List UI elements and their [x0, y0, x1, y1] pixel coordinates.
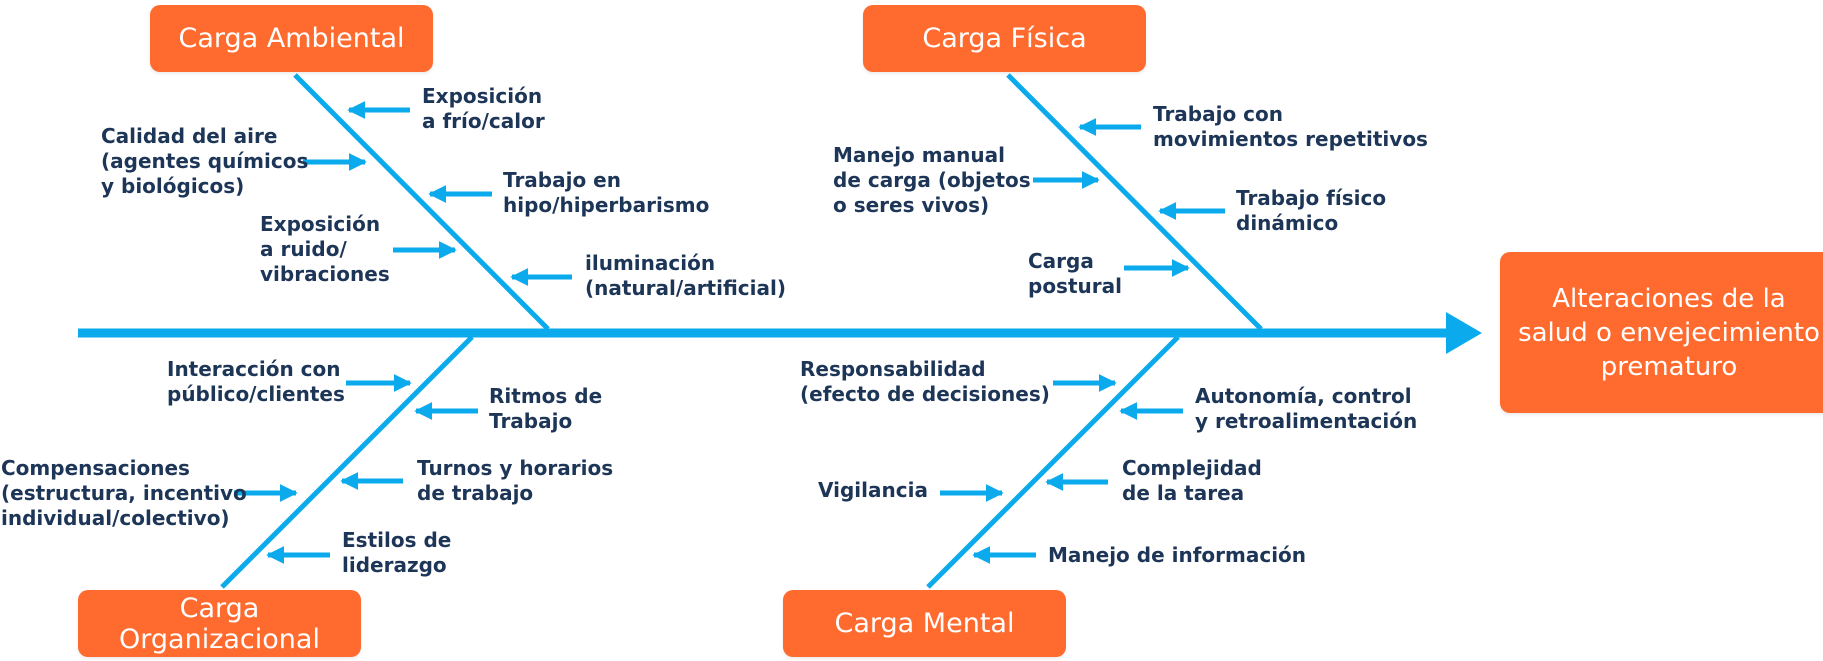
category-carga-mental: Carga Mental — [783, 590, 1066, 657]
spine-arrow-head-icon — [1446, 312, 1482, 354]
cause-label: iluminación (natural/artificial) — [585, 251, 786, 300]
category-label: Carga Física — [922, 23, 1087, 54]
category-label: Carga Ambiental — [178, 23, 405, 54]
effect-label: Alteraciones de la salud o envejecimient… — [1518, 283, 1820, 382]
cause-label: Autonomía, control y retroalimentación — [1195, 384, 1418, 433]
effect-box: Alteraciones de la salud o envejecimient… — [1500, 252, 1823, 413]
category-carga-organizacional: Carga Organizacional — [78, 590, 361, 657]
bone-ambiental — [293, 73, 550, 331]
bone-organizacional — [220, 335, 474, 589]
cause-label: Ritmos de Trabajo — [489, 384, 603, 433]
category-label: Carga Mental — [834, 608, 1015, 639]
cause-label: Manejo de información — [1048, 543, 1307, 567]
cause-label: Turnos y horarios de trabajo — [417, 456, 614, 505]
cause-label: Estilos de liderazgo — [342, 528, 452, 577]
cause-label: Calidad del aire (agentes químicos y bio… — [101, 124, 309, 198]
cause-label: Carga postural — [1028, 249, 1122, 298]
cause-label: Complejidad de la tarea — [1122, 456, 1262, 505]
cause-label: Manejo manual de carga (objetos o seres … — [833, 143, 1031, 217]
cause-label: Trabajo con movimientos repetitivos — [1153, 102, 1428, 151]
cause-label: Trabajo en hipo/hiperbarismo — [503, 168, 710, 217]
category-label: Carga Organizacional — [119, 592, 320, 655]
bone-fisica — [1006, 73, 1263, 331]
category-carga-fisica: Carga Física — [863, 5, 1146, 72]
cause-label: Exposición a frío/calor — [422, 84, 545, 133]
cause-label: Compensaciones (estructura, incentivo in… — [1, 456, 247, 530]
cause-label: Exposición a ruido/ vibraciones — [260, 212, 390, 286]
cause-label: Responsabilidad (efecto de decisiones) — [800, 357, 1050, 406]
cause-label: Interacción con público/clientes — [167, 357, 345, 406]
category-carga-ambiental: Carga Ambiental — [150, 5, 433, 72]
bone-mental — [926, 335, 1180, 589]
cause-label: Vigilancia — [818, 478, 928, 502]
cause-label: Trabajo físico dinámico — [1236, 186, 1387, 235]
